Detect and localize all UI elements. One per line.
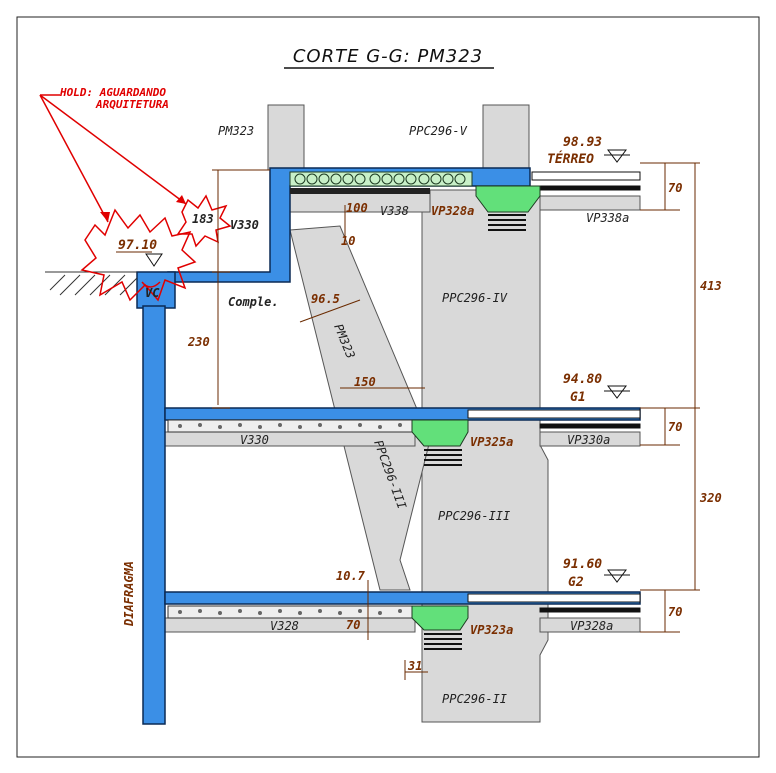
top-slab bbox=[167, 167, 531, 283]
pillar-ppc296-v: PPC296-V bbox=[409, 124, 468, 138]
corbel-top bbox=[475, 185, 541, 213]
corbel-g2 bbox=[411, 605, 469, 631]
cloud-small bbox=[176, 194, 232, 248]
comple-label: Comple. bbox=[228, 295, 279, 309]
vp338a-slab bbox=[539, 195, 641, 211]
level-terreo-name: TÉRREO bbox=[547, 151, 594, 167]
dim-100: 100 bbox=[346, 201, 368, 215]
dim-10: 10 bbox=[341, 234, 355, 248]
beam-vp338a: VP338a bbox=[586, 211, 629, 225]
drawing-frame bbox=[16, 16, 760, 758]
diaphragm-wall bbox=[142, 305, 166, 725]
dim-10-7: 10.7 bbox=[336, 569, 366, 583]
dim-96-5: 96.5 bbox=[311, 292, 340, 306]
beam-vp325a: VP325a bbox=[470, 435, 513, 449]
level-g1: 94.80 G1 bbox=[563, 372, 630, 405]
beam-v328: V328 bbox=[270, 619, 299, 633]
cloud-level-label: 97.10 bbox=[118, 238, 157, 253]
level-g1-value: 94.80 bbox=[563, 372, 602, 387]
dim-31: 31 bbox=[407, 659, 422, 673]
cloud-level-marker bbox=[145, 253, 163, 267]
beam-v338: V338 bbox=[380, 204, 409, 218]
hold-note-line1: HOLD: AGUARDANDO bbox=[59, 86, 166, 99]
dim-413: 413 bbox=[700, 279, 722, 293]
level-terreo-value: 98.93 bbox=[563, 135, 602, 150]
hold-annotation bbox=[39, 94, 232, 302]
level-g2-value: 91.60 bbox=[563, 557, 602, 572]
cloud-large bbox=[80, 208, 197, 302]
vp328a-slab bbox=[539, 617, 641, 633]
hold-note-line2: ARQUITETURA bbox=[95, 98, 169, 111]
pillar-ppc296-ii: PPC296-II bbox=[442, 692, 507, 706]
beam-v330-dim: V330 bbox=[230, 218, 259, 232]
beam-vp328a: VP328a bbox=[570, 619, 613, 633]
beam-vp323a: VP323a bbox=[470, 623, 513, 637]
corbel-g1 bbox=[411, 419, 469, 447]
dim-320: 320 bbox=[699, 491, 722, 505]
beam-v330: V330 bbox=[240, 433, 269, 447]
vc-beam bbox=[136, 271, 176, 309]
central-pillar bbox=[421, 189, 549, 723]
ppc296-v-stub bbox=[482, 104, 530, 171]
dim-70-mid: 70 bbox=[668, 420, 682, 434]
dim-150: 150 bbox=[354, 375, 376, 389]
level-terreo: 98.93 TÉRREO bbox=[547, 135, 630, 167]
right-precast-slabs bbox=[467, 171, 641, 613]
cloud-curve bbox=[141, 281, 161, 288]
beam-vp328a-top: VP328a bbox=[431, 204, 474, 218]
level-g2: 91.60 G2 bbox=[563, 557, 630, 590]
level-g1-name: G1 bbox=[570, 390, 586, 405]
dimension-lines bbox=[212, 162, 700, 680]
pillar-ppc296-iv: PPC296-IV bbox=[442, 291, 508, 305]
corbels bbox=[411, 185, 541, 650]
hollow-core-planks bbox=[289, 171, 473, 194]
pillar-ppc296-iii: PPC296-III bbox=[438, 509, 510, 523]
dim-70-top: 70 bbox=[668, 181, 682, 195]
level-g2-name: G2 bbox=[568, 575, 584, 590]
vc-label: VC bbox=[145, 286, 160, 300]
dim-230: 230 bbox=[187, 335, 210, 349]
cloud-dim-label: 183 bbox=[192, 212, 214, 226]
dim-70-bot: 70 bbox=[668, 605, 682, 619]
pillar-pm323-top: PM323 bbox=[218, 124, 254, 138]
diafragma-label: DIAFRAGMA bbox=[122, 561, 136, 627]
beam-vp330a: VP330a bbox=[567, 433, 610, 447]
vp330a-slab bbox=[539, 431, 641, 447]
dim-70-slab: 70 bbox=[346, 618, 360, 632]
drawing-title: CORTE G-G: PM323 bbox=[293, 46, 483, 67]
pm323-stub bbox=[267, 104, 305, 171]
